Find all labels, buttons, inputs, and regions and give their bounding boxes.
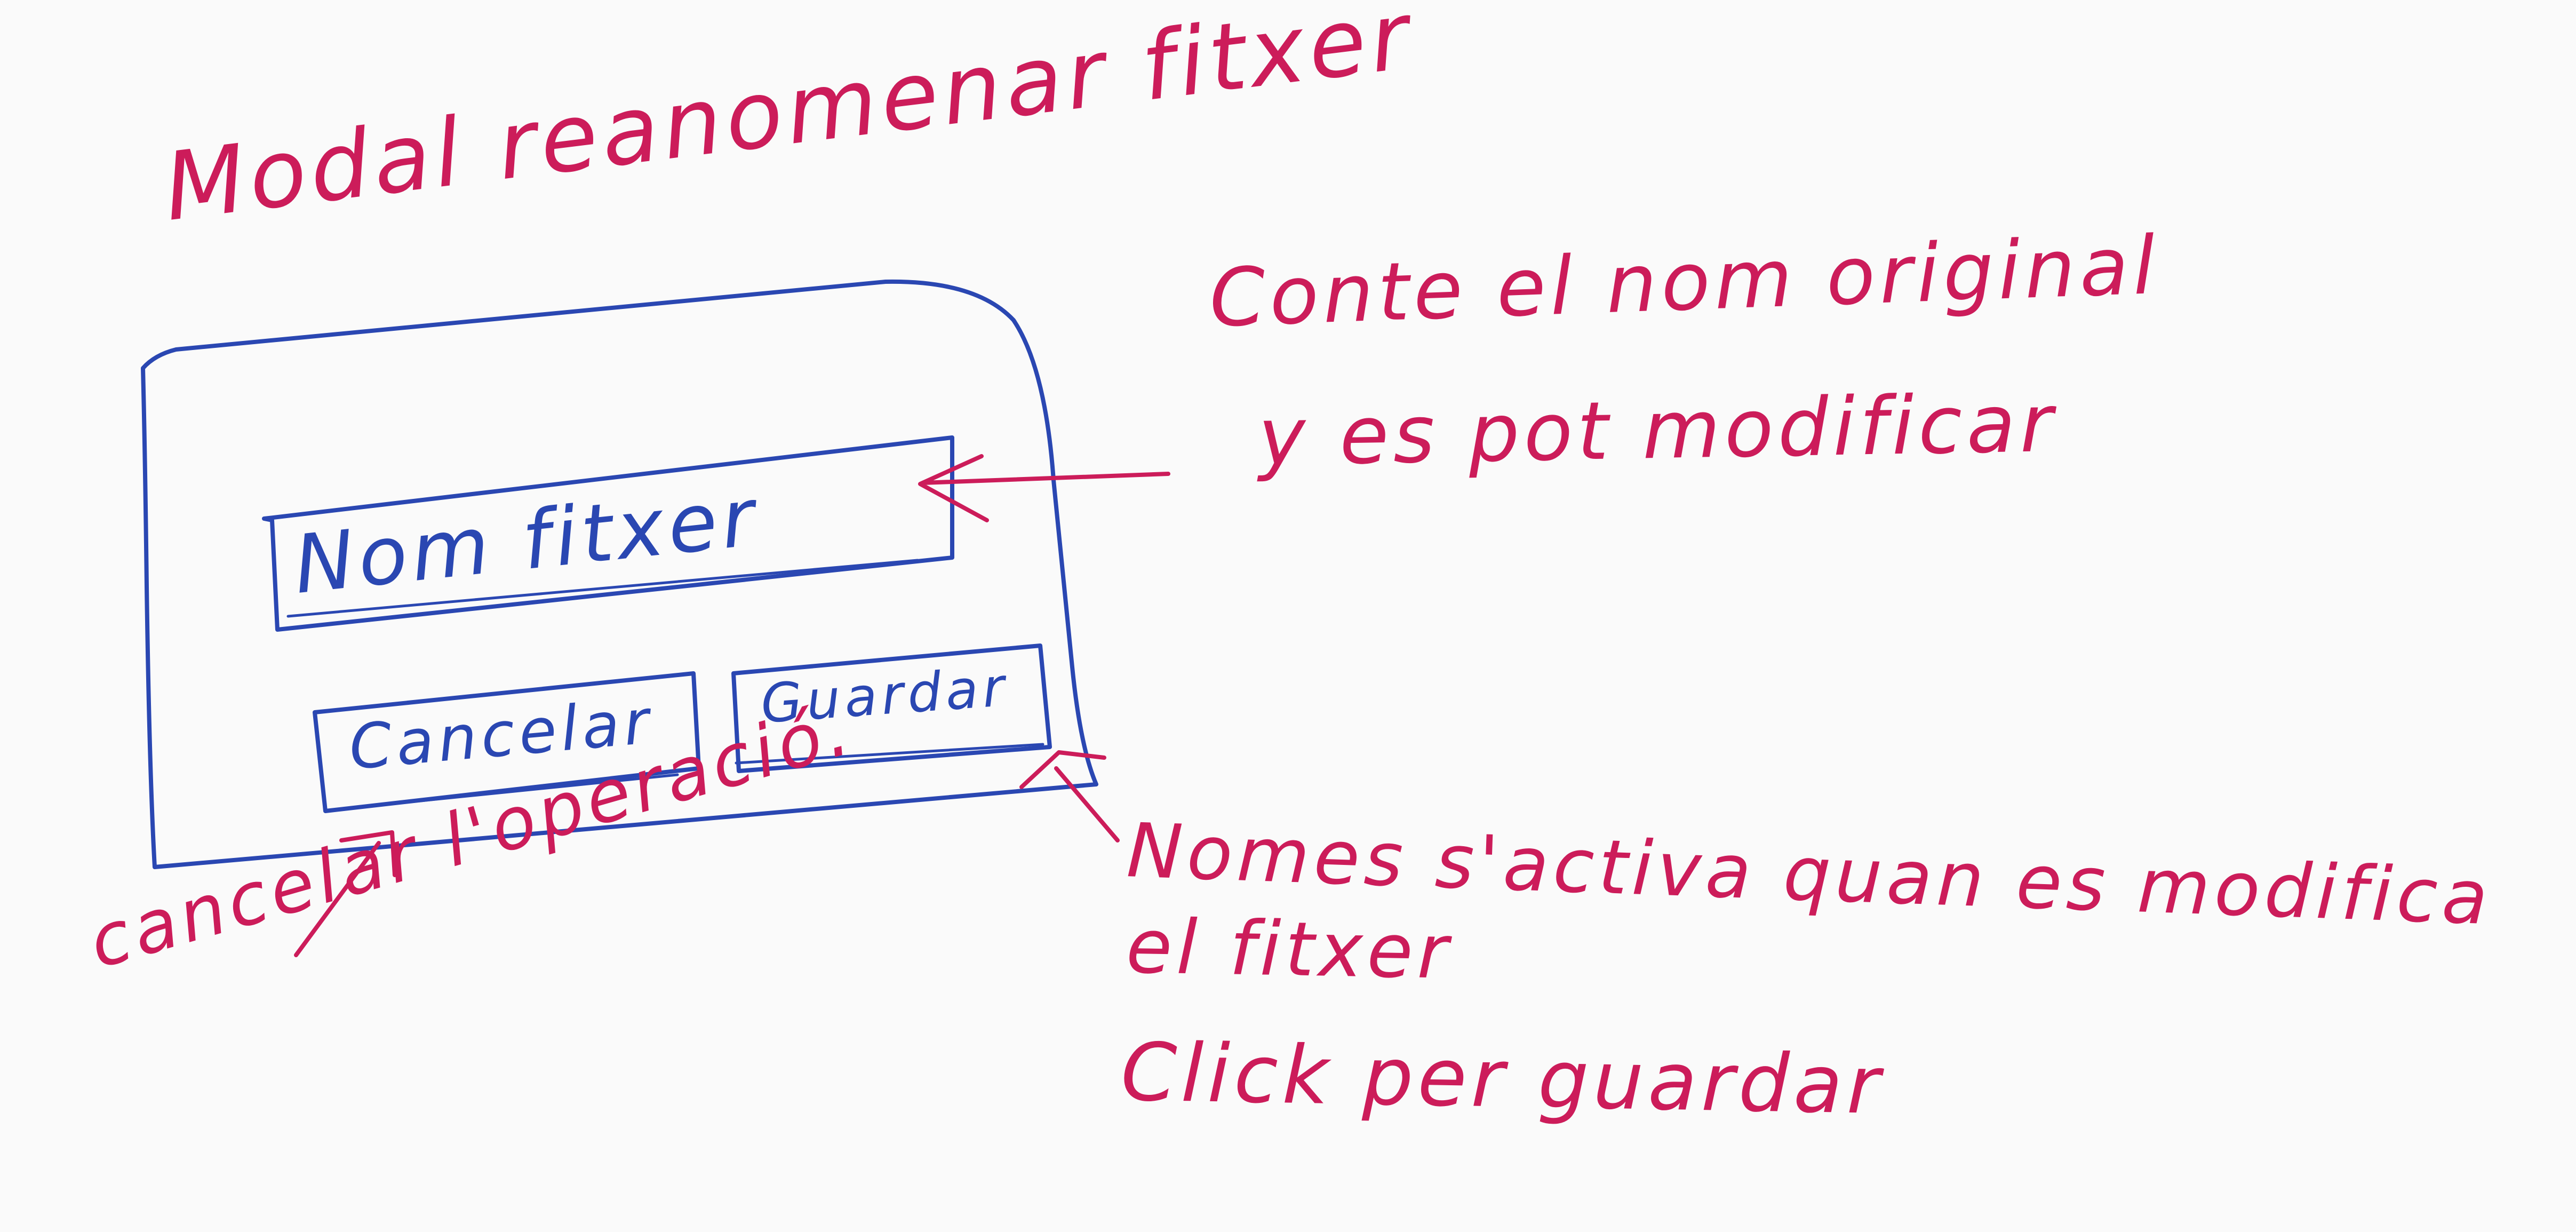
modal-frame [141, 279, 1098, 869]
save-note-arrow [1019, 750, 1120, 842]
cancel-note-arrow [294, 830, 397, 957]
save-note-line3: Click per guardar [1120, 1026, 1885, 1132]
field-note-line2: y es pot modificar [1257, 377, 2058, 484]
field-note-arrow [918, 454, 1170, 522]
filename-field-underline [286, 559, 919, 618]
save-button[interactable] [731, 643, 1052, 773]
cancel-button[interactable] [313, 671, 701, 813]
save-button-underline [735, 743, 1044, 765]
cancel-button-underline [361, 773, 679, 808]
filename-field[interactable] [262, 435, 954, 632]
save-note-line2: el fitxer [1125, 903, 1453, 996]
